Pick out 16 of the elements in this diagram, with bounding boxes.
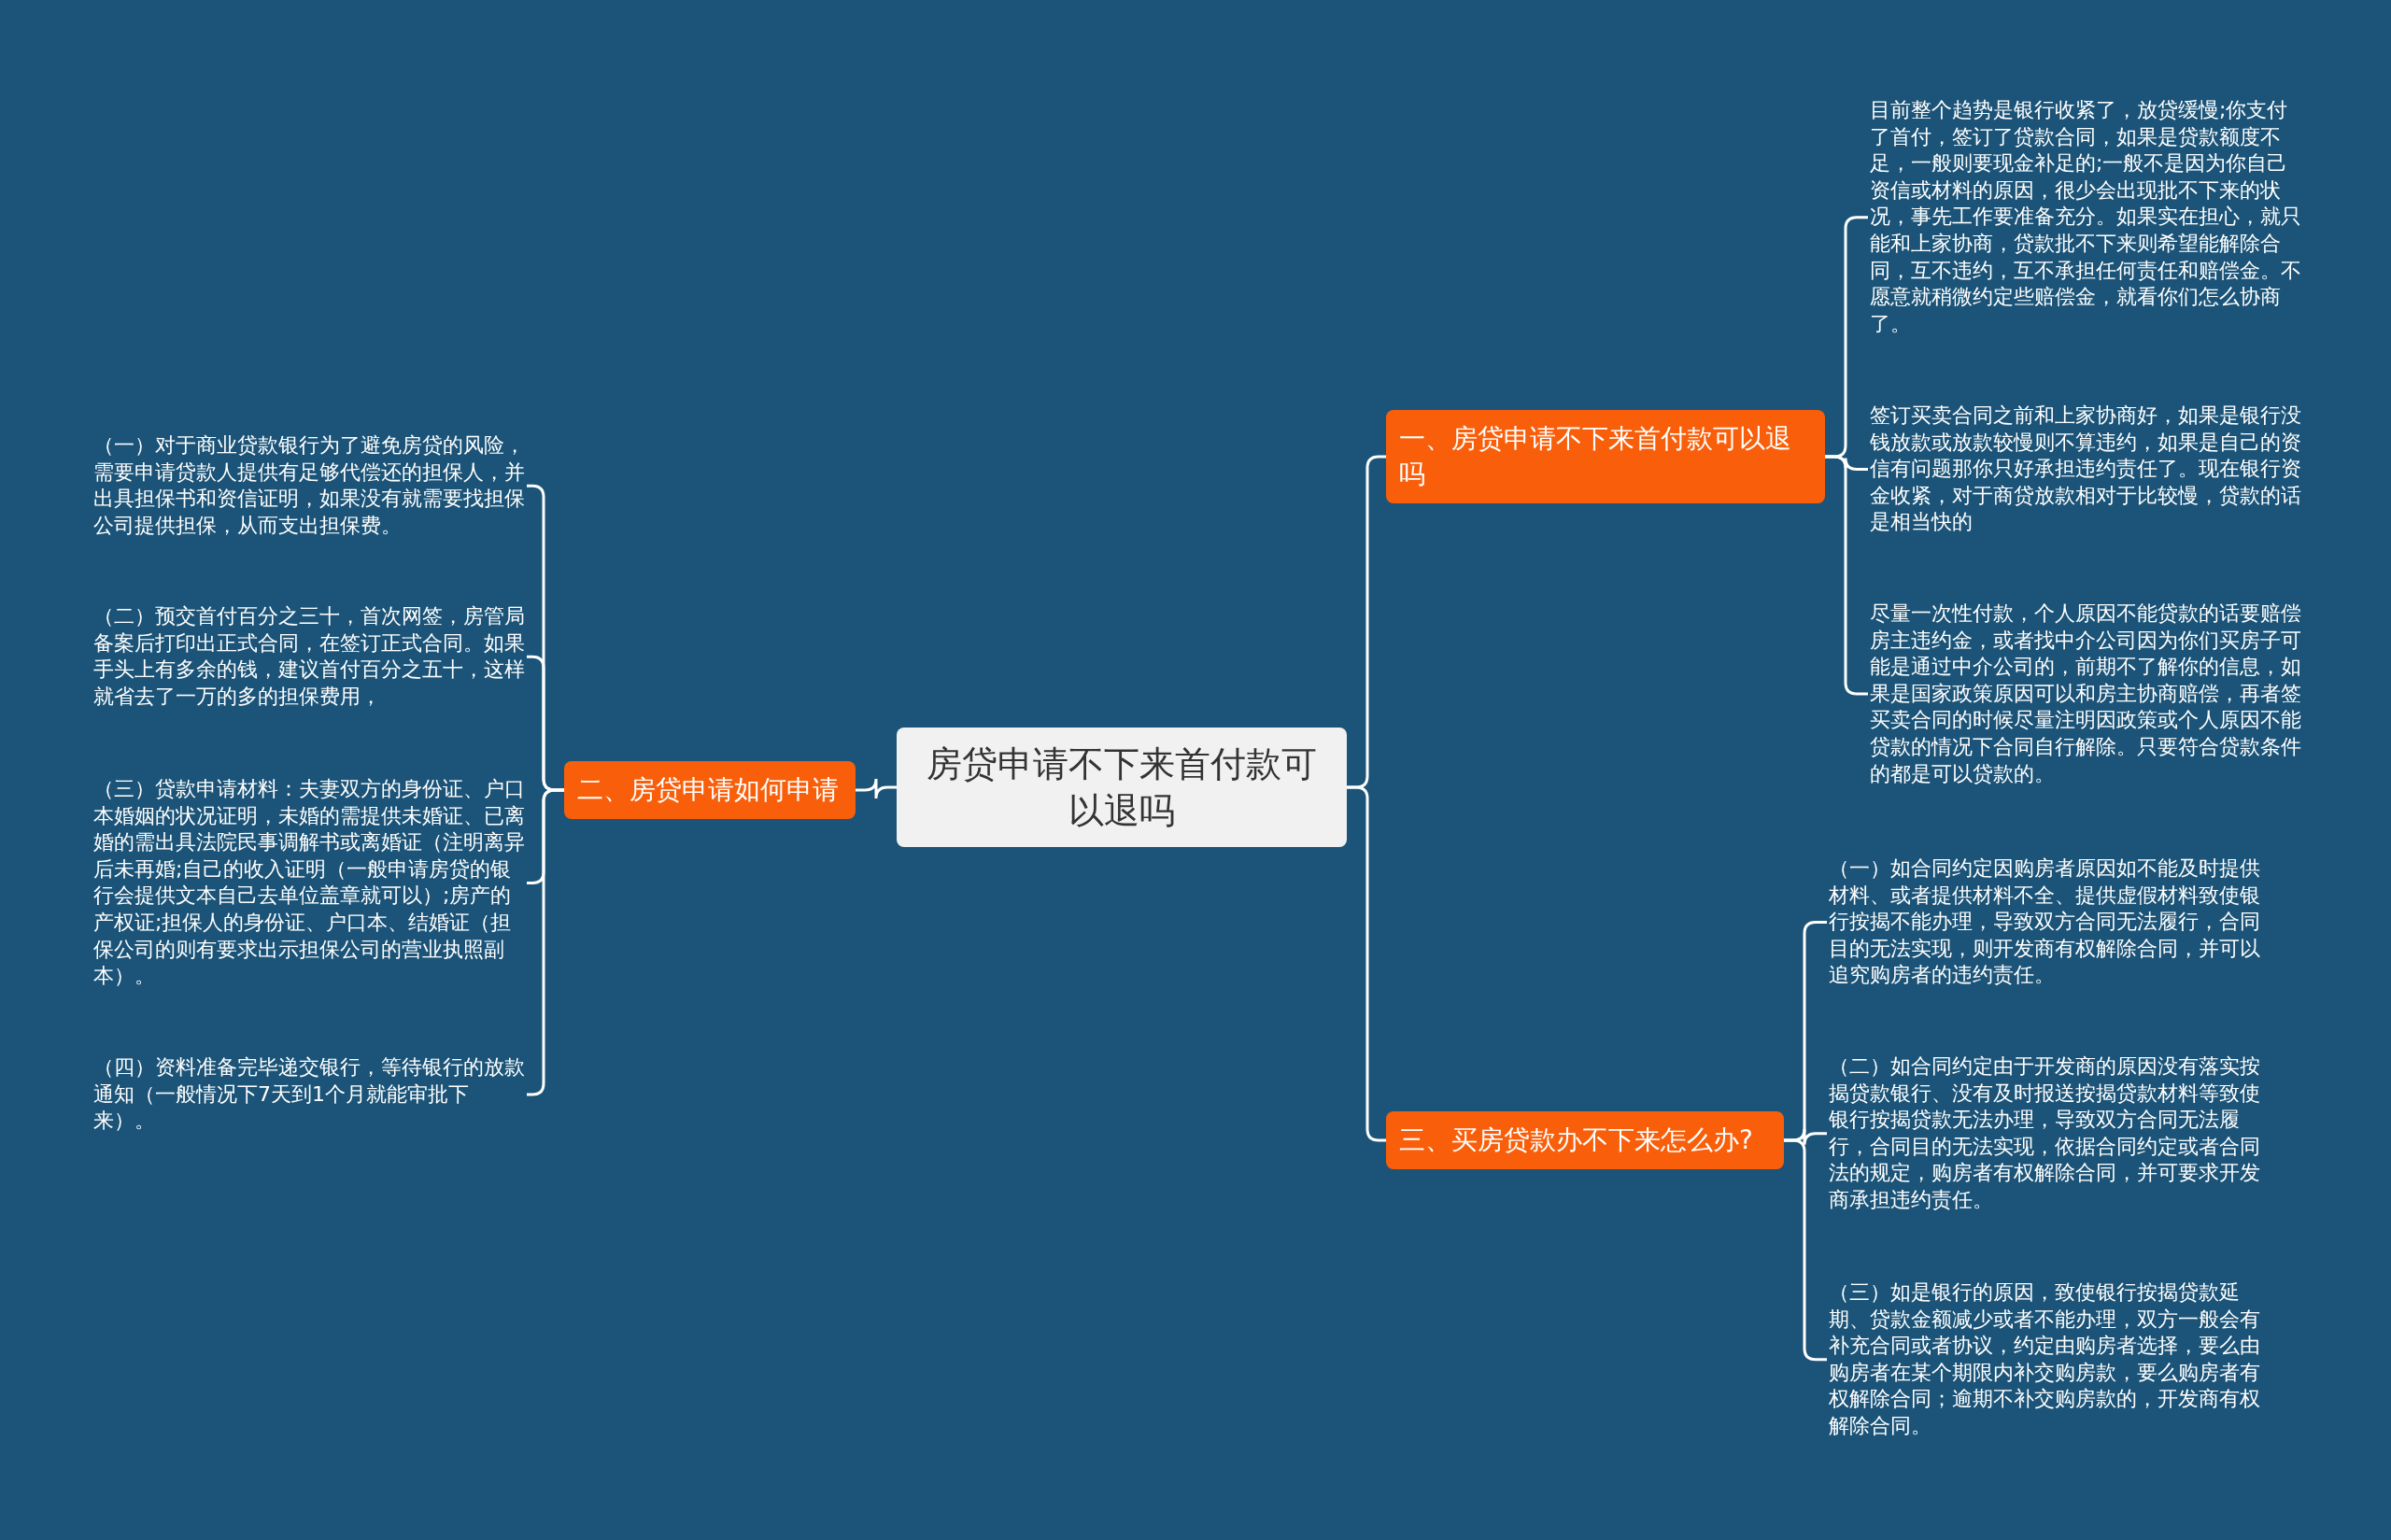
connector-line [1347, 785, 1386, 1142]
note-text: 目前整个趋势是银行收紧了，放贷缓慢;你支付了首付，签订了贷款合同，如果是贷款额度不足，一般则要现金补足的;一般不是因为你自己资信或材料的原因，很少会出现批不下来的状况，事先工作要准备充分。如果实在担心，就只能和上家协商，贷款批不下来则希望能解除合同，互不违约，互不承担任何责任和赔偿金。不愿意就稍微约定些赔偿金，就看你们怎么协商了。 [1868, 97, 2307, 338]
note-text: （二）如合同约定由于开发商的原因没有落实按揭贷款银行、没有及时报送按揭贷款材料等致使银行按揭贷款无法办理，导致双方合同无法履行，合同目的无法实现，依据合同约定或者合同法的规定，购房者有权解除合同，并可要求开发商承担违约责任。 [1827, 1053, 2262, 1214]
central-topic-box: 房贷申请不下来首付款可以退吗 [897, 728, 1347, 847]
topic-box: 三、买房贷款办不下来怎么办? [1386, 1111, 1784, 1169]
note-text: （二）预交首付百分之三十，首次网签，房管局备案后打印出正式合同，在签订正式合同。如果手头上有多余的钱，建议首付百分之五十，这样就省去了一万的多的担保费用， [92, 603, 527, 711]
note-text: （三）如是银行的原因，致使银行按揭贷款延期、贷款金额减少或者不能办理，双方一般会有补充合同或者协议，约定由购房者选择，要么由购房者在某个期限内补交购房款，要么购房者有权解除合同；逾期不补交购房款的，开发商有权解除合同。 [1827, 1279, 2262, 1440]
note-text: （四）资料准备完毕递交银行，等待银行的放款通知（一般情况下7天到1个月就能审批下来）。 [92, 1054, 527, 1135]
topic-box: 二、房贷申请如何申请 [564, 761, 856, 819]
note-text: 尽量一次性付款，个人原因不能贷款的话要赔偿房主违约金，或者找中介公司因为你们买房子可能是通过中介公司的，前期不了解你的信息，如果是国家政策原因可以和房主协商赔偿，再者签买卖合同的时候尽量注明因政策或个人原因不能贷款的情况下合同自行解除。只要符合贷款条件的都是可以贷款的。 [1868, 600, 2307, 788]
note-text: （三）贷款申请材料：夫妻双方的身份证、户口本婚姻的状况证明，未婚的需提供未婚证、已离婚的需出具法院民事调解书或离婚证（注明离异后未再婚;自己的收入证明（一般申请房贷的银行会提供文本自己去单位盖章就可以）;房产的产权证;担保人的身份证、户口本、结婚证（担保公司的则有要求出示担保公司的营业执照副本）。 [92, 776, 527, 990]
note-text: （一）对于商业贷款银行为了避免房贷的风险，需要申请贷款人提供有足够代偿还的担保人，并出具担保书和资信证明，如果没有就需要找担保公司提供担保，从而支出担保费。 [92, 432, 527, 540]
note-text: （一）如合同约定因购房者原因如不能及时提供材料、或者提供材料不全、提供虚假材料致使银行按揭不能办理，导致双方合同无法履行，合同目的无法实现，则开发商有权解除合同，并可以追究购房者的违约责任。 [1827, 855, 2262, 989]
topic-box: 一、房贷申请不下来首付款可以退吗 [1386, 410, 1825, 503]
note-text: 签订买卖合同之前和上家协商好，如果是银行没钱放款或放款较慢则不算违约，如果是自己的资信有问题那你只好承担违约责任了。现在银行资金收紧，对于商贷放款相对于比较慢，贷款的话是相当快的 [1868, 403, 2307, 536]
connector-line [856, 777, 897, 800]
